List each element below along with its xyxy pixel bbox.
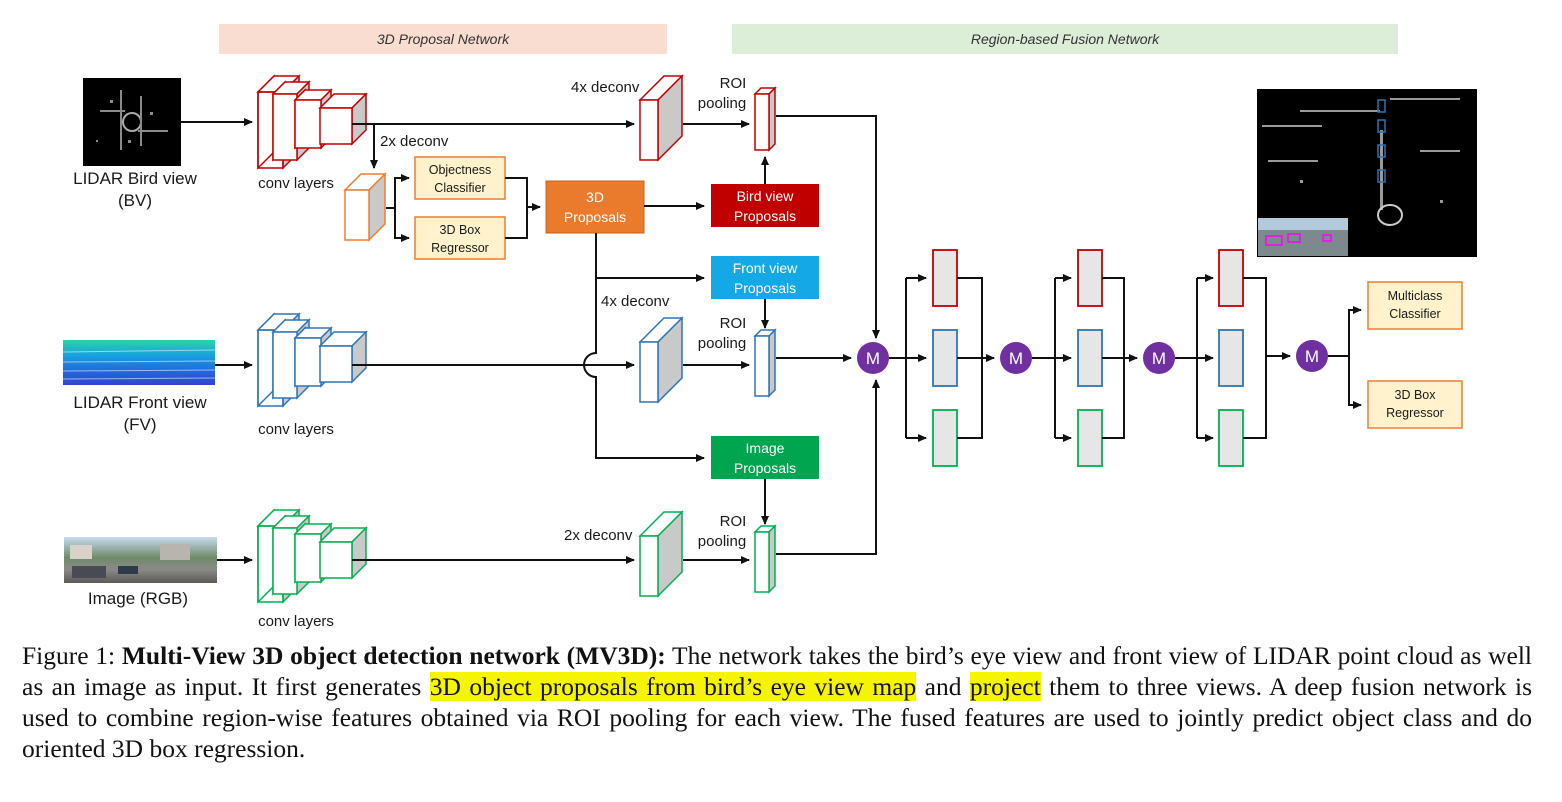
- rpn-regressor-line2: Regressor: [431, 241, 489, 255]
- heads-merge-line: [505, 177, 528, 239]
- caption-text-3: them to three views. A deep fusion netwo…: [22, 672, 1533, 763]
- regressor-line1: 3D Box: [1395, 388, 1437, 402]
- objectness-line1: Objectness: [429, 163, 492, 177]
- fusion-1-fv-layer: [932, 329, 958, 387]
- fv-conv-stack: [256, 312, 368, 408]
- fusion-stage-2: [1032, 249, 1138, 467]
- image-proposals-box: Image Proposals: [711, 436, 819, 479]
- merge-node-4-label: M: [1305, 347, 1319, 366]
- caption-highlight-1: 3D object proposals from bird’s eye view…: [429, 672, 917, 701]
- merge-node-1: M: [857, 342, 889, 374]
- bird-proposals-line2: Proposals: [734, 208, 796, 224]
- front-view-input-label: LIDAR Front view: [73, 393, 207, 412]
- bv-roi-label-line1: ROI: [720, 75, 747, 92]
- bv-deconv-block: [638, 74, 684, 162]
- fusion-2-rgb-layer: [1077, 409, 1103, 467]
- bv-roi-to-merge-arrow: [776, 115, 880, 339]
- image-proposals-line1: Image: [746, 440, 785, 456]
- 3d-proposals-box: 3D Proposals: [545, 180, 645, 234]
- rgb-roi-block: [753, 524, 777, 594]
- bird-view-input-image: [83, 78, 181, 166]
- 3d-proposals-line1: 3D: [586, 189, 604, 205]
- fusion-network-header: Region-based Fusion Network: [732, 24, 1398, 54]
- front-view-proposals-box: Front view Proposals: [711, 256, 819, 299]
- proposals-trunk-line: [583, 233, 705, 462]
- bird-view-proposals-box: Bird view Proposals: [711, 184, 819, 227]
- fusion-stage-3: [1175, 249, 1291, 467]
- bird-view-input-abbr: (BV): [118, 191, 152, 210]
- rpn-to-regressor-arrow: [394, 208, 410, 242]
- output-box-regressor-box: 3D Box Regressor: [1367, 380, 1463, 429]
- classifier-line2: Classifier: [1389, 307, 1440, 321]
- rgb-deconv-label: 2x deconv: [564, 527, 633, 544]
- bv-conv-stack: [256, 74, 368, 170]
- merge-node-4: M: [1296, 340, 1328, 372]
- fv-roi-block: [753, 328, 777, 398]
- objectness-line2: Classifier: [434, 181, 485, 195]
- front-proposals-line1: Front view: [733, 260, 798, 276]
- rgb-conv-label: conv layers: [258, 613, 334, 630]
- rgb-roi-label-line1: ROI: [720, 513, 747, 530]
- fv-conv-label: conv layers: [258, 421, 334, 438]
- proposal-network-title: 3D Proposal Network: [377, 31, 510, 47]
- fusion-3-fv-layer: [1218, 329, 1244, 387]
- fusion-1-bv-layer: [932, 249, 958, 307]
- image-proposals-line2: Proposals: [734, 460, 796, 476]
- merge-node-3-label: M: [1152, 349, 1166, 368]
- rpn-box-regressor-box: 3D Box Regressor: [414, 216, 506, 260]
- rgb-conv-stack: [256, 508, 368, 604]
- rpn-deconv-label: 2x deconv: [380, 133, 449, 150]
- bv-deconv-label: 4x deconv: [571, 79, 640, 96]
- bv-roi-label-line2: pooling: [698, 95, 746, 112]
- merge-node-2-label: M: [1009, 349, 1023, 368]
- merge-node-1-label: M: [866, 349, 880, 368]
- figure-caption: Figure 1: Multi-View 3D object detection…: [22, 640, 1532, 764]
- fv-deconv-label: 4x deconv: [601, 293, 670, 310]
- rpn-deconv-block: [343, 172, 387, 242]
- fusion-3-bv-layer: [1218, 249, 1244, 307]
- fv-roi-label-line1: ROI: [720, 315, 747, 332]
- caption-text-2: and: [916, 672, 970, 701]
- fusion-3-rgb-layer: [1218, 409, 1244, 467]
- caption-highlight-2: project: [969, 672, 1041, 701]
- 3d-proposals-line2: Proposals: [564, 209, 626, 225]
- caption-prefix: Figure 1:: [22, 641, 122, 670]
- rgb-roi-to-merge-arrow: [776, 379, 880, 555]
- fusion-stage-1: [889, 249, 995, 467]
- multiclass-classifier-box: Multiclass Classifier: [1367, 281, 1463, 330]
- mv3d-architecture-diagram: 3D Proposal Network Region-based Fusion …: [62, 24, 1477, 630]
- rpn-regressor-line1: 3D Box: [440, 223, 482, 237]
- bv-conv-label: conv layers: [258, 175, 334, 192]
- front-proposals-line2: Proposals: [734, 280, 796, 296]
- fusion-network-title: Region-based Fusion Network: [971, 31, 1160, 47]
- front-view-input-image: [62, 340, 216, 385]
- caption-bold-title: Multi-View 3D object detection network (…: [121, 641, 666, 670]
- regressor-line2: Regressor: [1386, 406, 1444, 420]
- objectness-classifier-box: Objectness Classifier: [414, 156, 506, 200]
- fusion-2-fv-layer: [1077, 329, 1103, 387]
- rpn-to-objectness-arrow: [386, 174, 410, 209]
- merge-to-regressor-arrow: [1348, 356, 1362, 409]
- merge-node-2: M: [1000, 342, 1032, 374]
- detection-result-image: [1257, 89, 1477, 257]
- fusion-2-bv-layer: [1077, 249, 1103, 307]
- caption-text-1: The network takes the bird’s eye view an…: [22, 641, 1532, 701]
- fv-deconv-block: [638, 316, 684, 404]
- fv-roi-label-line2: pooling: [698, 335, 746, 352]
- merge-to-classifier-arrow: [1328, 306, 1362, 357]
- merge-node-3: M: [1143, 342, 1175, 374]
- proposal-network-header: 3D Proposal Network: [219, 24, 667, 54]
- classifier-line1: Multiclass: [1388, 289, 1443, 303]
- bird-proposals-line1: Bird view: [737, 188, 795, 204]
- rgb-deconv-block: [638, 510, 684, 598]
- fusion-1-rgb-layer: [932, 409, 958, 467]
- rgb-input-image: [64, 537, 217, 583]
- rgb-roi-label-line2: pooling: [698, 533, 746, 550]
- rgb-input-label: Image (RGB): [88, 589, 188, 608]
- front-view-input-abbr: (FV): [123, 415, 156, 434]
- bv-roi-block: [753, 86, 777, 152]
- fusion-3-gather-line: [1243, 277, 1267, 439]
- bird-view-input-label: LIDAR Bird view: [73, 169, 197, 188]
